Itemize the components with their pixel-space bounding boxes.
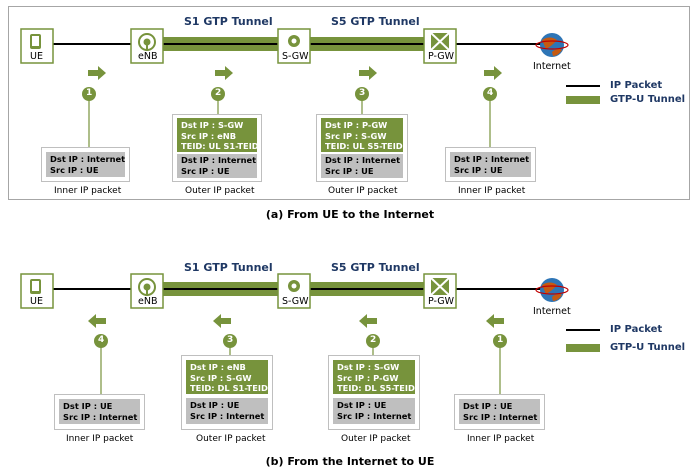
downlink-step-lines (100, 342, 501, 395)
packet-b2-inner-src: Src IP : Internet (337, 410, 412, 421)
internet-label-a: Internet (533, 61, 571, 72)
internet-label-b: Internet (533, 306, 571, 317)
step-marker-a2: 2 (215, 88, 222, 98)
packet-b3-teid: TEID: DL S1-TEID (190, 383, 268, 393)
packet-a1: Dst IP : Internet Src IP : UE (41, 147, 130, 182)
ue-node-b (20, 273, 54, 309)
sgw-node-a (277, 28, 311, 64)
step-marker-b3: 3 (227, 335, 234, 345)
uplink-arrows (88, 66, 502, 80)
packet-a3-inner-src: Src IP : UE (325, 165, 374, 176)
packet-a2-caption: Outer IP packet (185, 186, 255, 196)
packet-a2-inner-src: Src IP : UE (181, 165, 230, 176)
uplink-step-lines (88, 95, 491, 148)
enb-node-a (130, 28, 164, 64)
legend-ip-packet-b: IP Packet (610, 324, 663, 335)
packet-b2: Dst IP : S-GW Src IP : P-GW TEID: DL S5-… (328, 355, 420, 430)
packet-b3-inner-src: Src IP : Internet (190, 410, 265, 421)
packet-a3-outer-src: Src IP : S-GW (325, 130, 387, 141)
packet-b1-caption: Inner IP packet (467, 434, 535, 444)
legend-ip-packet-a: IP Packet (610, 80, 663, 91)
packet-a1-caption: Inner IP packet (54, 186, 122, 196)
downlink-arrows (88, 314, 504, 328)
packet-a1-dst: Dst IP : Internet (50, 154, 126, 164)
step-marker-a3: 3 (359, 88, 366, 98)
sgw-label-a: S-GW (282, 51, 309, 62)
packet-a3-inner-dst: Dst IP : Internet (325, 155, 401, 165)
packet-b2-teid: TEID: DL S5-TEID (337, 383, 415, 393)
step-marker-b4: 4 (98, 335, 105, 345)
packet-a4: Dst IP : Internet Src IP : UE (445, 147, 536, 182)
legend-gtp-tunnel-b: GTP-U Tunnel (610, 342, 686, 353)
packet-b3-outer-src: Src IP : S-GW (190, 372, 252, 383)
packet-b1: Dst IP : UE Src IP : Internet (454, 394, 545, 430)
enb-label-b: eNB (138, 296, 158, 307)
step-marker-a4: 4 (487, 88, 494, 98)
internet-globe-a (535, 33, 569, 57)
packet-b1-dst: Dst IP : UE (463, 401, 513, 411)
caption-uplink: (a) From UE to the Internet (265, 208, 435, 221)
s5-tunnel-label-a: S5 GTP Tunnel (331, 15, 420, 28)
packet-a1-src: Src IP : UE (50, 164, 99, 175)
packet-b2-caption: Outer IP packet (341, 434, 411, 444)
step-marker-a1: 1 (86, 88, 93, 98)
packet-a3: Dst IP : P-GW Src IP : S-GW TEID: UL S5-… (316, 114, 408, 182)
packet-a2: Dst IP : S-GW Src IP : eNB TEID: UL S1-T… (172, 114, 262, 182)
packet-a4-dst: Dst IP : Internet (454, 154, 530, 164)
legend-gtp-bar-a (566, 96, 600, 104)
packet-b2-outer-src: Src IP : P-GW (337, 372, 399, 383)
pgw-label-b: P-GW (428, 296, 455, 307)
sgw-label-b: S-GW (282, 296, 309, 307)
packet-b3: Dst IP : eNB Src IP : S-GW TEID: DL S1-T… (181, 355, 273, 430)
step-marker-b1: 1 (497, 335, 504, 345)
downlink-step-circles (94, 334, 507, 348)
packet-a4-caption: Inner IP packet (458, 186, 526, 196)
uplink-step-circles (82, 87, 497, 101)
packet-a3-caption: Outer IP packet (328, 186, 398, 196)
ue-label-b: UE (30, 296, 43, 307)
s1-tunnel-label-b: S1 GTP Tunnel (184, 261, 273, 274)
step-marker-b2: 2 (370, 335, 377, 345)
packet-b2-inner-dst: Dst IP : UE (337, 400, 387, 410)
packet-b4: Dst IP : UE Src IP : Internet (54, 394, 145, 430)
packet-b3-caption: Outer IP packet (196, 434, 266, 444)
packet-a3-outer-dst: Dst IP : P-GW (325, 120, 388, 130)
packet-b2-outer-dst: Dst IP : S-GW (337, 362, 400, 372)
enb-label-a: eNB (138, 51, 158, 62)
packet-a2-outer-dst: Dst IP : S-GW (181, 120, 244, 130)
internet-globe-b (535, 278, 569, 302)
packet-a2-outer-src: Src IP : eNB (181, 130, 237, 141)
caption-downlink: (b) From the Internet to UE (265, 455, 435, 468)
pgw-node-b (423, 273, 457, 309)
packet-b3-inner-dst: Dst IP : UE (190, 400, 240, 410)
packet-a2-inner-dst: Dst IP : Internet (181, 155, 257, 165)
packet-a4-src: Src IP : UE (454, 164, 503, 175)
packet-b4-caption: Inner IP packet (66, 434, 134, 444)
packet-b4-src: Src IP : Internet (63, 411, 138, 422)
sgw-node-b (277, 273, 311, 309)
ue-node-a (20, 28, 54, 64)
s5-tunnel-label-b: S5 GTP Tunnel (331, 261, 420, 274)
enb-node-b (130, 273, 164, 309)
pgw-label-a: P-GW (428, 51, 455, 62)
packet-b3-outer-dst: Dst IP : eNB (190, 362, 246, 372)
packet-b4-dst: Dst IP : UE (63, 401, 113, 411)
s1-tunnel-label-a: S1 GTP Tunnel (184, 15, 273, 28)
packet-b1-src: Src IP : Internet (463, 411, 538, 422)
legend-gtp-bar-b (566, 344, 600, 352)
legend-gtp-tunnel-a: GTP-U Tunnel (610, 94, 686, 105)
packet-a3-teid: TEID: UL S5-TEID (325, 141, 403, 151)
pgw-node-a (423, 28, 457, 64)
ue-label-a: UE (30, 51, 43, 62)
packet-a2-teid: TEID: UL S1-TEID (181, 141, 259, 151)
